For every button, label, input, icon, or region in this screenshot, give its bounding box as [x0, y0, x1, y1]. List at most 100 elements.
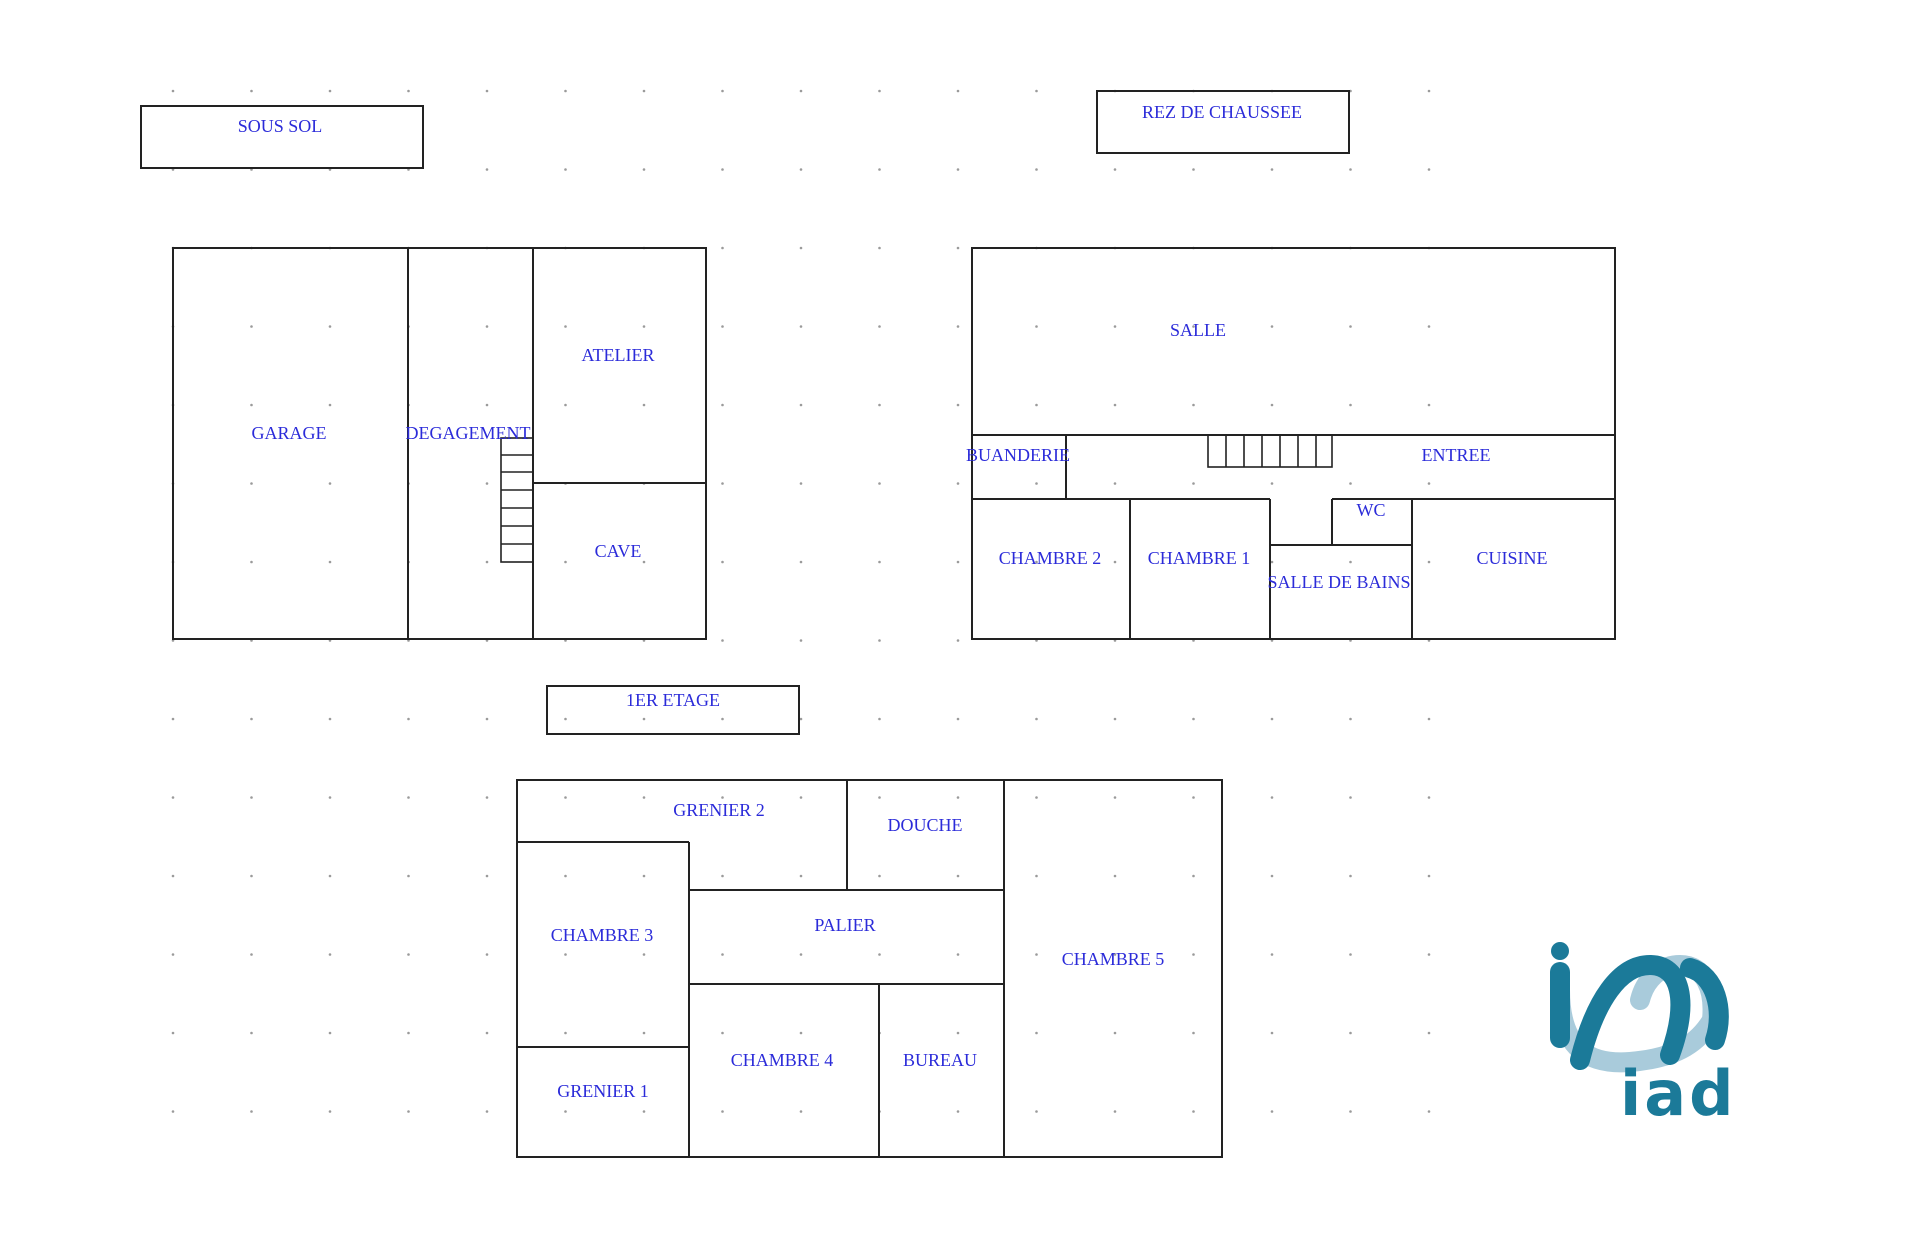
grid-dot — [878, 953, 881, 956]
grid-dot — [721, 246, 724, 250]
grid-dot — [721, 560, 724, 564]
staircase-rez-de-chaussee — [1207, 434, 1333, 468]
grid-dot — [956, 246, 960, 250]
grid-dot — [642, 560, 646, 564]
grid-dot — [1427, 796, 1431, 799]
room-label-grenier-2: GRENIER 2 — [673, 800, 765, 820]
outline-rez-de-chaussee — [971, 247, 1616, 640]
grid-dot — [485, 1031, 489, 1035]
grid-dot — [328, 325, 332, 328]
grid-dot — [250, 1110, 253, 1113]
room-label-chambre-3: CHAMBRE 3 — [551, 925, 654, 945]
grid-dot — [721, 168, 724, 171]
grid-dot — [171, 953, 175, 956]
grid-dot — [1270, 1031, 1274, 1035]
grid-dot — [956, 1110, 960, 1113]
grid-dot — [407, 796, 410, 799]
grid-dot — [328, 560, 332, 564]
room-label-salle: SALLE — [1170, 320, 1226, 340]
grid-dot — [1192, 1110, 1195, 1113]
grid-dot — [799, 168, 803, 171]
grid-dot — [1113, 403, 1117, 407]
grid-dot — [1427, 953, 1431, 956]
grid-dot — [564, 403, 567, 407]
staircase-outline — [500, 437, 534, 563]
grid-dot — [1113, 796, 1117, 799]
grid-dot — [564, 717, 567, 721]
grid-dot — [1113, 560, 1117, 564]
grid-dot — [1427, 325, 1431, 328]
grid-dot — [250, 953, 253, 956]
grid-dot — [1113, 717, 1117, 721]
grid-dot — [1270, 874, 1274, 878]
grid-dot — [407, 1110, 410, 1113]
grid-dot — [250, 717, 253, 721]
grid-dot — [485, 796, 489, 799]
level-title-box-rez-de-chaussee — [1096, 90, 1350, 154]
grid-dot — [1035, 89, 1038, 93]
grid-dot — [1113, 482, 1117, 485]
grid-dot — [328, 1031, 332, 1035]
room-label-grenier-1: GRENIER 1 — [557, 1081, 649, 1101]
grid-dot — [721, 1031, 724, 1035]
grid-dot — [250, 89, 253, 93]
grid-dot — [1270, 953, 1274, 956]
grid-dot — [1035, 560, 1038, 564]
staircase-sous-sol — [500, 437, 534, 563]
room-label-cave: CAVE — [595, 541, 642, 561]
grid-dot — [642, 89, 646, 93]
grid-dot — [1427, 560, 1431, 564]
grid-dot — [1270, 168, 1274, 171]
grid-dots — [171, 89, 1431, 1113]
level-sous-sol: SOUS SOL GARAGE DEGAGEMENT ATELIER CAVE — [140, 105, 707, 640]
grid-dot — [799, 89, 803, 93]
room-label-douche: DOUCHE — [888, 815, 963, 835]
grid-dot — [485, 325, 489, 328]
grid-dot — [1427, 482, 1431, 485]
grid-dot — [721, 403, 724, 407]
grid-dot — [1427, 1110, 1431, 1113]
grid-dot — [171, 717, 175, 721]
grid-dot — [485, 403, 489, 407]
grid-dot — [328, 1110, 332, 1113]
grid-dot — [1427, 717, 1431, 721]
grid-dot — [1349, 796, 1352, 799]
grid-dot — [564, 325, 567, 328]
room-label-palier: PALIER — [814, 915, 875, 935]
grid-dot — [1192, 874, 1195, 878]
grid-dot — [956, 717, 960, 721]
grid-dot — [642, 325, 646, 328]
grid-dot — [171, 1110, 175, 1113]
grid-dot — [878, 560, 881, 564]
grid-dot — [171, 874, 175, 878]
grid-dot — [250, 403, 253, 407]
grid-dot — [485, 560, 489, 564]
room-label-chambre-1: CHAMBRE 1 — [1148, 548, 1251, 568]
grid-dot — [956, 1031, 960, 1035]
grid-dot — [956, 796, 960, 799]
grid-dot — [956, 89, 960, 93]
grid-dot — [1113, 1031, 1117, 1035]
grid-dot — [1270, 796, 1274, 799]
grid-dot — [1113, 325, 1117, 328]
grid-dot — [1349, 1110, 1352, 1113]
grid-dot — [1270, 1110, 1274, 1113]
room-label-salle-de-bains: SALLE DE BAINS — [1268, 572, 1411, 592]
grid-dot — [1192, 953, 1195, 956]
grid-dot — [1270, 482, 1274, 485]
grid-dot — [328, 403, 332, 407]
level-premier-etage: 1ER ETAGE GRENIER 2 DOUCHE CHAMBRE 3 PAL… — [516, 685, 1223, 1158]
grid-dot — [799, 796, 803, 799]
level-title-box-premier-etage — [546, 685, 800, 735]
grid-dot — [1349, 560, 1352, 564]
grid-dot — [1192, 717, 1195, 721]
grid-dot — [956, 639, 960, 642]
grid-dot — [721, 874, 724, 878]
level-title-sous-sol: SOUS SOL — [238, 116, 323, 136]
grid-dot — [564, 89, 567, 93]
grid-dot — [878, 168, 881, 171]
grid-dot — [564, 1031, 567, 1035]
grid-dot — [721, 796, 724, 799]
room-label-entree: ENTREE — [1422, 445, 1491, 465]
